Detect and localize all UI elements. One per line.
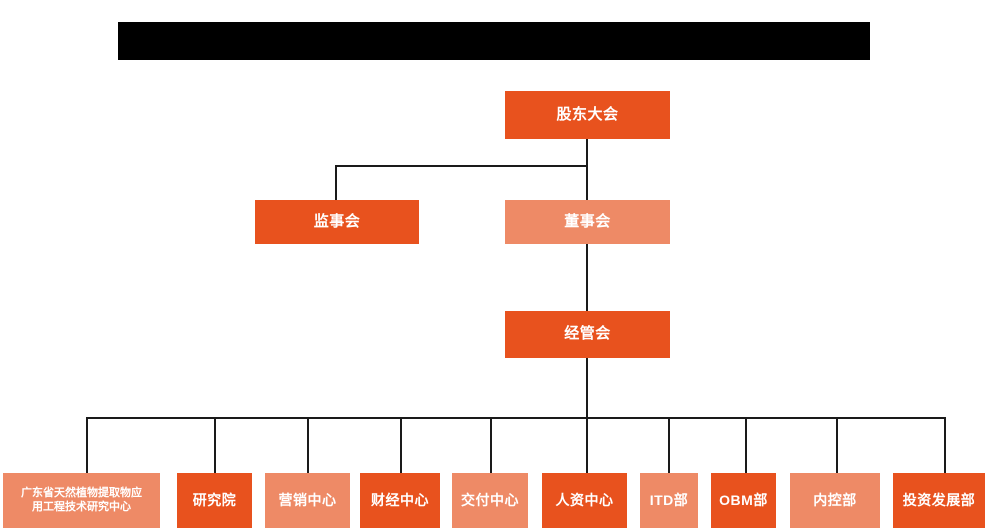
redacted-title-banner: [118, 22, 870, 60]
connector-to-dept9: [836, 417, 838, 473]
connector-management-trunk: [586, 358, 588, 418]
org-node-dept-institute[interactable]: 研究院: [177, 473, 252, 528]
org-node-supervisors[interactable]: 监事会: [255, 200, 419, 244]
connector-to-dept4: [400, 417, 402, 473]
connector-to-supervisors: [335, 165, 337, 201]
org-node-directors[interactable]: 董事会: [505, 200, 670, 244]
connector-to-dept8: [745, 417, 747, 473]
connector-to-dept5: [490, 417, 492, 473]
connector-to-directors: [586, 165, 588, 201]
org-node-dept-obm[interactable]: OBM部: [711, 473, 776, 528]
connector-directors-to-management: [586, 243, 588, 311]
org-node-dept-research-center[interactable]: 广东省天然植物提取物应 用工程技术研究中心: [3, 473, 160, 528]
connector-to-dept6: [586, 417, 588, 473]
org-node-dept-investment[interactable]: 投资发展部: [893, 473, 985, 528]
connector-department-bus: [86, 417, 946, 419]
org-node-dept-finance[interactable]: 财经中心: [360, 473, 440, 528]
connector-to-dept1: [86, 417, 88, 473]
connector-to-dept2: [214, 417, 216, 473]
dept1-label-line2: 用工程技术研究中心: [32, 500, 131, 513]
org-node-dept-internal-control[interactable]: 内控部: [790, 473, 880, 528]
dept1-label-line1: 广东省天然植物提取物应: [21, 486, 142, 499]
connector-to-dept3: [307, 417, 309, 473]
org-node-shareholders[interactable]: 股东大会: [505, 91, 670, 139]
org-node-dept-hr[interactable]: 人资中心: [542, 473, 627, 528]
org-node-dept-delivery[interactable]: 交付中心: [452, 473, 528, 528]
connector-to-dept7: [668, 417, 670, 473]
connector-shareholders-trunk: [586, 139, 588, 166]
connector-shareholders-crossbar: [335, 165, 588, 167]
org-node-dept-itd[interactable]: ITD部: [640, 473, 698, 528]
connector-to-dept10: [944, 417, 946, 473]
org-node-dept-marketing[interactable]: 营销中心: [265, 473, 350, 528]
org-node-management[interactable]: 经管会: [505, 311, 670, 358]
